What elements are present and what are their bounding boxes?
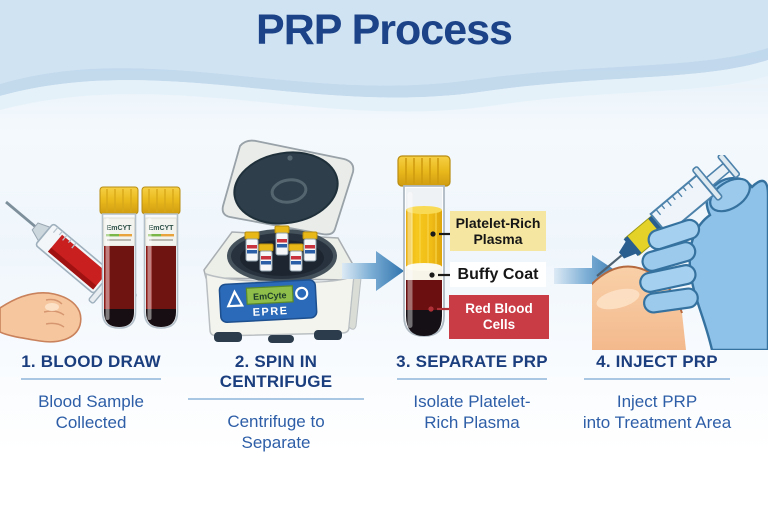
- step4-caption-line2: into Treatment Area: [582, 413, 732, 432]
- panel-brand-text: EPRE: [252, 305, 289, 319]
- step1-heading: 1. BLOOD DRAW: [21, 352, 161, 371]
- header-wave-decoration: [0, 0, 768, 112]
- page-title: PRP Process: [256, 6, 513, 54]
- centrifuge-illustration: EmCyte EPRE: [203, 139, 362, 343]
- tube-brand-text: EmCYT: [107, 225, 133, 232]
- rotor-tubes: [244, 225, 318, 272]
- step2-heading: 2. SPIN IN CENTRIFUGE: [219, 352, 333, 391]
- step2-caption-line1: Centrifuge to: [227, 412, 325, 431]
- patient-arm: [0, 292, 82, 343]
- step3-caption-line2: Rich Plasma: [424, 413, 520, 432]
- separated-prp-tube: [397, 155, 451, 337]
- step4-caption-block: 4. INJECT PRP Inject PRP into Treatment …: [562, 352, 752, 433]
- centrifuge-feet: [214, 330, 342, 343]
- step4-heading: 4. INJECT PRP: [596, 352, 718, 371]
- step2-underline: [188, 398, 364, 400]
- tube-brand-text: EmCYT: [149, 225, 175, 232]
- red-blood-cells-label: Red Blood Cells: [449, 295, 549, 339]
- step4-underline: [584, 378, 730, 380]
- emcyte-logo-icon: [226, 289, 245, 308]
- gloved-hand: [688, 176, 768, 350]
- blood-tube-1: EmCYT: [99, 186, 139, 329]
- red-cell-layer: [406, 280, 442, 310]
- blood-draw-illustration: EmCYT EmCYT: [0, 186, 181, 343]
- step1-caption-line2: Collected: [55, 413, 127, 432]
- arrow-step2-to-step3-icon: [342, 251, 404, 291]
- step1-underline: [21, 378, 161, 380]
- step3-caption: Isolate Platelet- Rich Plasma: [390, 391, 554, 433]
- step2-caption: Centrifuge to Separate: [180, 411, 372, 453]
- step3-heading: 3. SEPARATE PRP: [396, 352, 548, 371]
- power-ring-icon: [295, 286, 309, 300]
- step3-caption-block: 3. SEPARATE PRP Isolate Platelet- Rich P…: [390, 352, 554, 433]
- step1-caption-block: 1. BLOOD DRAW Blood Sample Collected: [8, 352, 174, 433]
- buffy-coat-label: Buffy Coat: [450, 262, 546, 287]
- blood-tube-2: EmCYT: [141, 186, 181, 329]
- step4-caption: Inject PRP into Treatment Area: [562, 391, 752, 433]
- lcd-display: [245, 285, 294, 305]
- step2-caption-line2: Separate: [241, 433, 311, 452]
- step1-caption-line1: Blood Sample: [38, 392, 144, 411]
- step1-caption: Blood Sample Collected: [8, 391, 174, 433]
- step3-underline: [397, 378, 547, 380]
- step4-caption-line1: Inject PRP: [616, 392, 698, 411]
- air-gap-layer: [406, 188, 442, 210]
- plasma-layer-label: Platelet-Rich Plasma: [450, 211, 546, 251]
- glove-fingers: [639, 218, 701, 314]
- injection-illustration: [592, 155, 768, 350]
- step2-caption-block: 2. SPIN IN CENTRIFUGE Centrifuge to Sepa…: [180, 352, 372, 453]
- label-connectors: [428, 231, 450, 312]
- centrifuge-lid: [221, 139, 355, 236]
- centrifuge-control-panel: EmCyte EPRE: [218, 279, 318, 324]
- step3-caption-line1: Isolate Platelet-: [413, 392, 531, 411]
- lcd-text: EmCyte: [253, 290, 287, 302]
